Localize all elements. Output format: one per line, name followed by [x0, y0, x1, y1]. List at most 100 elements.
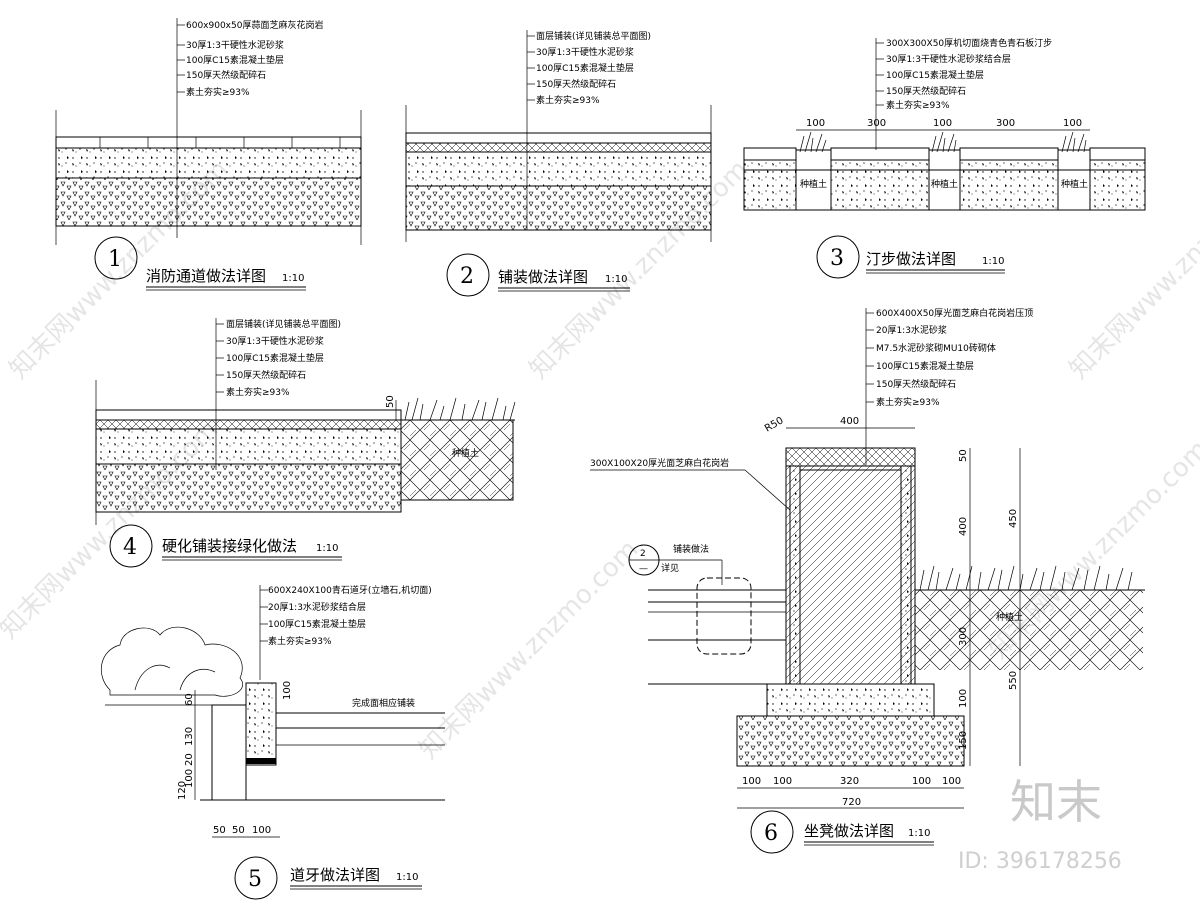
detail-4: 面层铺装(详见铺装总平面图) 30厚1:3干硬性水泥砂浆 100厚C15素混凝土…	[95, 318, 516, 568]
layer-label: 600X400X50厚光面芝麻白花岗岩压顶	[876, 307, 1033, 319]
dimension-label: 100	[184, 769, 195, 788]
detail-5: 600X240X100青石道牙(立墙石,机切面) 20厚1:3水泥砂浆结合层 1…	[101, 584, 445, 900]
detail-number: 1	[108, 247, 122, 272]
dimension-label: 450	[1008, 509, 1019, 528]
soil-label: 种植土	[996, 611, 1023, 623]
dimension-label: 100	[933, 118, 952, 129]
dimension-label: 100	[912, 776, 931, 787]
layer-label: 300X300X50厚机切面烧青色青石板汀步	[886, 37, 1052, 49]
layer-label: 面层铺装(详见铺装总平面图)	[226, 318, 341, 330]
dimension-label: 120	[177, 781, 188, 800]
dimension-label: 400	[958, 517, 969, 536]
detail-scale: 1:10	[396, 872, 418, 883]
layer-label: 素土夯实≥93%	[268, 635, 332, 647]
detail-scale: 1:10	[316, 543, 338, 554]
dimension-label: 100	[1063, 118, 1082, 129]
detail-title: 铺装做法详图	[498, 268, 588, 286]
dimension-label: 50	[958, 449, 969, 462]
soil-label: 种植土	[452, 447, 479, 459]
layer-label: 30厚1:3干硬性水泥砂浆结合层	[886, 53, 1011, 65]
note-label: 完成面相应铺装	[352, 697, 415, 709]
note-label: 铺装做法	[673, 543, 709, 555]
dimension-label: 100	[806, 118, 825, 129]
layer-label: 100厚C15素混凝土垫层	[226, 352, 324, 364]
detail-title: 消防通道做法详图	[146, 267, 266, 285]
dimension-label: 50	[232, 825, 245, 836]
detail-number: 6	[764, 821, 778, 846]
grass-icon	[799, 131, 827, 153]
layer-label: M7.5水泥砂浆砌MU10砖砌体	[876, 342, 996, 354]
detail-2: 面层铺装(详见铺装总平面图) 30厚1:3干硬性水泥砂浆 100厚C15素混凝土…	[405, 30, 712, 297]
layer-label: 20厚1:3水泥砂浆	[876, 324, 947, 336]
layer-label: 100厚C15素混凝土垫层	[186, 54, 284, 66]
detail-number: 2	[460, 264, 474, 289]
dimension-label: 300	[996, 118, 1015, 129]
dimension-label: 50	[213, 825, 226, 836]
dimension-label: 100	[773, 776, 792, 787]
dimension-label: 300	[867, 118, 886, 129]
layer-label: 600x900x50厚蒜面芝麻灰花岗岩	[186, 19, 323, 31]
detail-scale: 1:10	[282, 273, 304, 284]
ref-bubble-bottom: —	[639, 564, 648, 574]
note-label: 详见	[661, 562, 679, 574]
grass-icon	[919, 565, 1133, 591]
layer-label: 30厚1:3干硬性水泥砂浆	[186, 39, 284, 51]
detail-scale: 1:10	[982, 256, 1004, 267]
layer-label: 150厚天然级配碎石	[226, 369, 306, 381]
layer-label: 100厚C15素混凝土垫层	[536, 62, 634, 74]
layer-label: 150厚天然级配碎石	[886, 85, 966, 97]
detail-number: 5	[248, 867, 262, 892]
layer-label: 素土夯实≥93%	[876, 396, 940, 408]
dimension-label: 100	[282, 681, 293, 700]
layer-label: 100厚C15素混凝土垫层	[876, 360, 974, 372]
dimension-label: 100	[958, 689, 969, 708]
dimension-label: 150	[958, 731, 969, 750]
dimension-label: 130	[184, 727, 195, 746]
layer-label: 30厚1:3干硬性水泥砂浆	[226, 335, 324, 347]
radius-label: R50	[763, 415, 786, 434]
dimension-label: 720	[842, 797, 861, 808]
brand-logo: 知末	[1010, 775, 1102, 829]
detail-title: 硬化铺装接绿化做法	[162, 537, 297, 555]
layer-label: 面层铺装(详见铺装总平面图)	[536, 30, 651, 42]
dimension-label: 550	[1008, 671, 1019, 690]
dimension-label: 100	[742, 776, 761, 787]
dimension-label: 100	[942, 776, 961, 787]
grass-icon	[404, 397, 516, 421]
image-id-label: ID: 396178256	[958, 849, 1122, 874]
detail-title: 汀步做法详图	[866, 250, 956, 268]
detail-title: 坐凳做法详图	[804, 822, 894, 840]
layer-label: 素土夯实≥93%	[186, 86, 250, 98]
shrub-icon	[101, 626, 243, 697]
watermark-text: 知末网www.znzmo.com	[414, 534, 645, 765]
detail-scale: 1:10	[908, 828, 930, 839]
detail-number: 3	[830, 246, 844, 271]
dimension-label: 400	[840, 416, 859, 427]
layer-label: 150厚天然级配碎石	[186, 69, 266, 81]
layer-label: 100厚C15素混凝土垫层	[268, 618, 366, 630]
layer-label: 素土夯实≥93%	[886, 99, 950, 111]
detail-3: 300X300X50厚机切面烧青色青石板汀步 30厚1:3干硬性水泥砂浆结合层 …	[743, 37, 1146, 279]
dimension-label: 320	[840, 776, 859, 787]
layer-label: 素土夯实≥93%	[536, 94, 600, 106]
soil-label: 种植土	[800, 178, 827, 190]
dimension-label: 100	[252, 825, 271, 836]
note-label: 300X100X20厚光面芝麻白花岗岩	[590, 457, 729, 469]
layer-label: 100厚C15素混凝土垫层	[886, 69, 984, 81]
dimension-label: 60	[184, 693, 195, 706]
layer-label: 20厚1:3水泥砂浆结合层	[268, 601, 366, 613]
detail-scale: 1:10	[605, 274, 627, 285]
detail-1: 600x900x50厚蒜面芝麻灰花岗岩 30厚1:3干硬性水泥砂浆 100厚C1…	[55, 18, 362, 291]
dimension-label: 50	[385, 395, 396, 408]
dimension-label: 300	[958, 627, 969, 646]
layer-label: 150厚天然级配碎石	[876, 378, 956, 390]
soil-label: 种植土	[931, 178, 958, 190]
layer-label: 素土夯实≥93%	[226, 386, 290, 398]
dimension-label: 20	[184, 753, 195, 766]
grass-icon	[1061, 131, 1087, 153]
ref-bubble-top: 2	[640, 549, 646, 559]
detail-6: 600X400X50厚光面芝麻白花岗岩压顶 20厚1:3水泥砂浆 M7.5水泥砂…	[590, 307, 1145, 854]
layer-label: 600X240X100青石道牙(立墙石,机切面)	[268, 584, 432, 596]
detail-number: 4	[123, 535, 137, 560]
